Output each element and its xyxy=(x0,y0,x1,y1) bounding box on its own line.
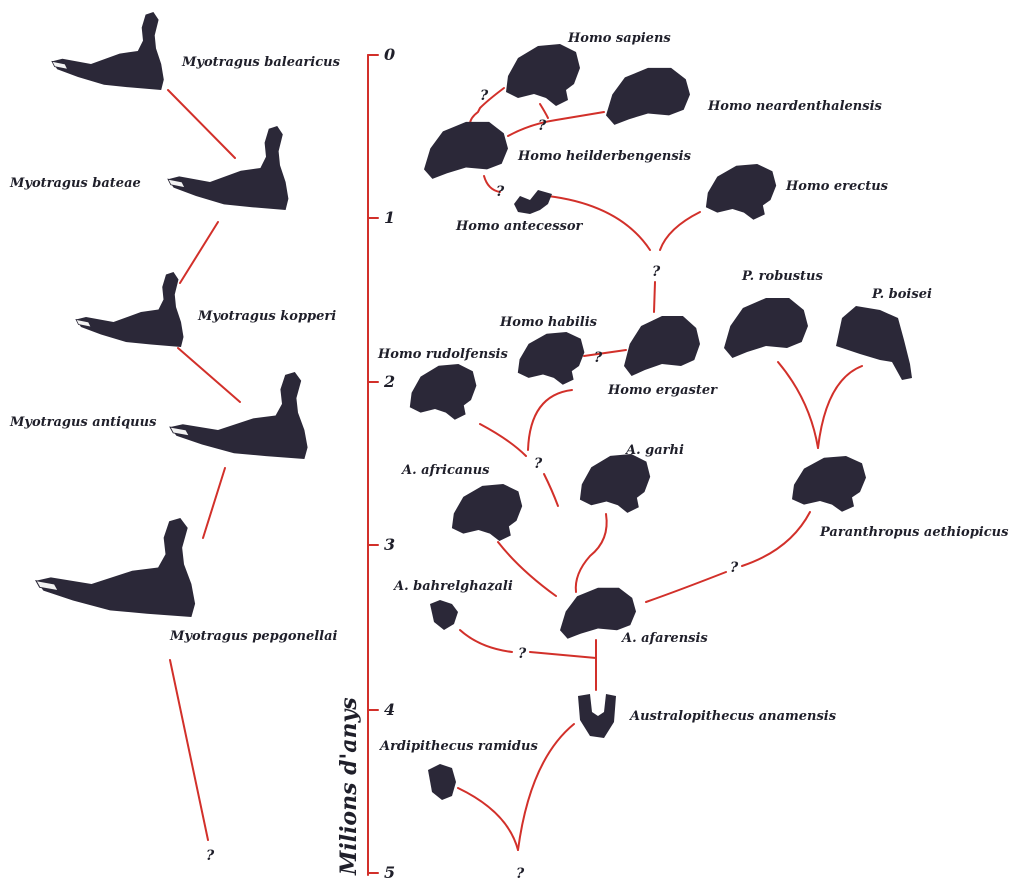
label-antecessor: Homo antecessor xyxy=(455,219,584,234)
label-sapiens: Homo sapiens xyxy=(567,31,671,46)
label-heidelbergensis: Homo heilderbengensis xyxy=(517,149,692,164)
link-robustus-fork xyxy=(778,362,818,448)
skull-boisei-icon xyxy=(836,306,912,380)
uncertain-sapiens-neanderthalensis: ? xyxy=(538,118,547,134)
axis-title: Milions d'anys xyxy=(336,697,362,876)
skull-ramidus-icon xyxy=(428,764,456,800)
axis-tick-label-5: 5 xyxy=(384,863,395,882)
jaw-kopperi-icon xyxy=(76,272,184,347)
link-sapiens-neanderthalensis-upper xyxy=(540,104,548,118)
label-pepgonellai: Myotragus pepgonellai xyxy=(169,629,338,644)
label-anamensis: Australopithecus anamensis xyxy=(628,709,837,724)
label-ramidus: Ardipithecus ramidus xyxy=(378,739,538,754)
label-rudolfensis: Homo rudolfensis xyxy=(377,347,508,362)
link-habilis-ergaster xyxy=(584,350,626,356)
skull-bahrelghazali-icon xyxy=(430,600,458,630)
skull-aethiopicus-icon xyxy=(792,456,866,512)
jaw-antiquus-icon xyxy=(170,372,308,459)
axis-tick-label-1: 1 xyxy=(384,208,395,227)
uncertain-heidelbergensis-antecessor: ? xyxy=(496,184,505,200)
myotragus-labels: Myotragus balearicus Myotragus bateae My… xyxy=(9,55,341,864)
skull-erectus-icon xyxy=(706,164,776,220)
uncertain-bahrelghazali: ? xyxy=(518,646,527,662)
uncertain-habilis-rudolfensis: ? xyxy=(534,456,543,472)
link-rudolfensis-fork xyxy=(480,424,526,456)
label-erectus: Homo erectus xyxy=(785,179,889,194)
label-neanderthalensis: Homo neardenthalensis xyxy=(707,99,883,114)
skull-neanderthalensis-icon xyxy=(606,68,690,125)
skull-habilis-icon xyxy=(518,332,585,385)
uncertain-ramidus-anamensis: ? xyxy=(516,866,525,882)
label-balearicus: Myotragus balearicus xyxy=(181,55,341,70)
skull-rudolfensis-icon xyxy=(410,364,477,420)
skull-anamensis-icon xyxy=(578,694,616,738)
label-africanus: A. africanus xyxy=(400,463,490,478)
label-robustus: P. robustus xyxy=(741,269,824,284)
skull-sapiens-icon xyxy=(506,44,580,106)
skull-ergaster-icon xyxy=(624,316,700,376)
link-fork-afarensis-upper xyxy=(544,474,558,506)
link-garhi-afarensis xyxy=(576,514,607,592)
skull-robustus-icon xyxy=(724,298,808,358)
skull-garhi-icon xyxy=(580,454,650,513)
link-balearicus-bateae xyxy=(168,90,235,158)
jaw-bateae-icon xyxy=(168,126,288,210)
link-neanderthalensis xyxy=(508,112,604,136)
label-kopperi: Myotragus kopperi xyxy=(197,309,336,324)
axis-tick-label-3: 3 xyxy=(384,535,395,554)
skull-antecessor-icon xyxy=(514,190,552,214)
label-bahrelghazali: A. bahrelghazali xyxy=(392,579,513,594)
skull-africanus-icon xyxy=(452,484,522,541)
link-pepgonellai-origin xyxy=(170,660,208,840)
label-bateae: Myotragus bateae xyxy=(9,176,141,191)
label-afarensis: A. afarensis xyxy=(620,631,708,646)
uncertain-erectus-ergaster: ? xyxy=(652,264,661,280)
uncertain-aethiopicus-afarensis: ? xyxy=(730,560,739,576)
jaw-balearicus-icon xyxy=(52,12,164,90)
link-erectus-fork xyxy=(660,212,700,250)
axis-tick-label-4: 4 xyxy=(384,700,395,719)
label-ergaster: Homo ergaster xyxy=(607,383,718,398)
link-boisei-fork xyxy=(818,366,862,448)
uncertain-sapiens-heidelbergensis: ? xyxy=(480,88,489,104)
link-habilis-fork xyxy=(528,390,572,450)
link-ramidus-fork xyxy=(458,788,518,850)
link-bateae-kopperi xyxy=(180,222,218,283)
link-antiquus-pepgonellai xyxy=(203,468,225,538)
label-boisei: P. boisei xyxy=(871,287,932,302)
axis-tick-label-0: 0 xyxy=(384,45,395,64)
uncertain-habilis-ergaster: ? xyxy=(594,350,603,366)
uncertain-myotragus-origin: ? xyxy=(206,848,215,864)
label-antiquus: Myotragus antiquus xyxy=(9,415,157,430)
axis-tick-label-2: 2 xyxy=(383,372,395,391)
label-garhi: A. garhi xyxy=(624,443,684,458)
link-kopperi-antiquus xyxy=(178,348,240,402)
skull-heidelbergensis-icon xyxy=(424,122,508,179)
link-fork-ergaster xyxy=(654,282,655,312)
time-axis: 0 1 2 3 4 5 Milions d'anys xyxy=(336,45,395,882)
jaw-pepgonellai-icon xyxy=(36,518,195,617)
link-aethiopicus-afarensis xyxy=(646,512,810,602)
label-aethiopicus: Paranthropus aethiopicus xyxy=(819,525,1009,540)
label-habilis: Homo habilis xyxy=(499,315,598,330)
